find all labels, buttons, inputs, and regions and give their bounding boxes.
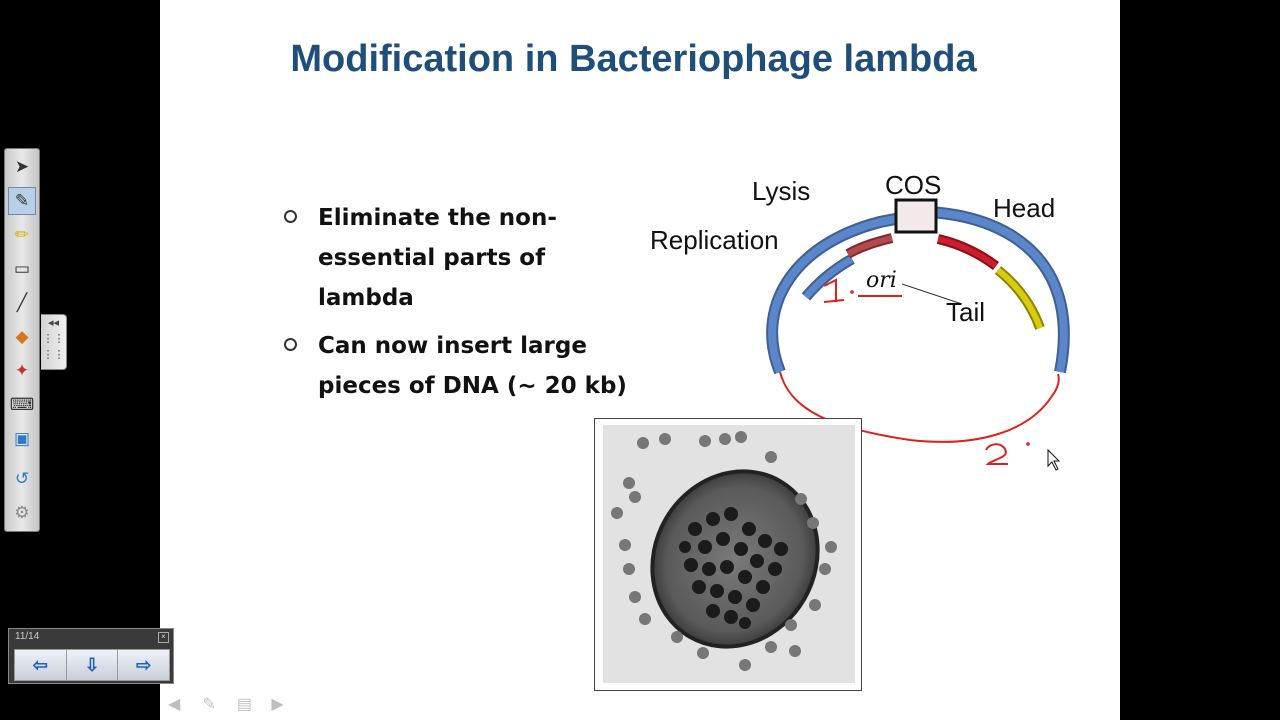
slide-footer-controls: ◀ ✎ ▤ ▶ <box>168 694 301 714</box>
previous-slide-button[interactable]: ⇦ <box>15 650 67 680</box>
insert-line <box>779 371 1060 443</box>
genome-ring-svg <box>766 198 1070 471</box>
arrow-right-icon: ⇨ <box>136 654 152 675</box>
ori-pointer <box>901 283 963 305</box>
magic-pen-icon[interactable]: ✦ <box>14 361 30 380</box>
shapes-icon[interactable]: ◆ <box>15 327 29 346</box>
collapse-icon: ◂◂ <box>47 317 60 329</box>
toolbar-collapse-tab[interactable]: ◂◂ ⋮⋮ ⋮⋮ <box>41 314 67 370</box>
bullet-circle-icon <box>284 210 297 223</box>
slide-navigator: 11/14 × ⇦ ⇩ ⇨ <box>8 628 174 684</box>
page-menu-icon: ⇩ <box>84 654 100 675</box>
slide-counter: 11/14 <box>15 631 40 642</box>
replication-label: Replication <box>650 225 779 255</box>
bullet-item: Eliminate the non-essential parts of lam… <box>282 198 642 318</box>
line-icon[interactable]: ╱ <box>16 293 28 312</box>
highlighter-icon[interactable]: ✏ <box>14 225 30 244</box>
grip-icon: ⋮⋮ <box>42 333 65 345</box>
undo-icon[interactable]: ↺ <box>14 469 30 488</box>
pen-icon[interactable]: ✎ <box>8 187 36 215</box>
select-arrow-icon[interactable]: ➤ <box>14 157 30 176</box>
lysis-label: Lysis <box>752 176 811 206</box>
eraser-icon[interactable]: ▭ <box>13 259 31 278</box>
tail-label: Tail <box>946 297 986 327</box>
arrow-left-icon: ⇦ <box>32 654 48 675</box>
ori-label: ori <box>866 268 897 293</box>
cos-label: COS <box>885 170 942 200</box>
close-icon[interactable]: × <box>158 632 169 643</box>
settings-icon[interactable]: ⚙ <box>14 503 30 522</box>
bullet-text: Can now insert large pieces of DNA (~ 20… <box>318 333 627 399</box>
cos-box <box>894 198 938 234</box>
next-slide-button[interactable]: ⇨ <box>118 650 170 680</box>
footer-back-icon[interactable]: ◀ <box>168 696 181 713</box>
mouse-cursor-icon <box>1047 448 1061 471</box>
bullet-list: Eliminate the non-essential parts of lam… <box>282 198 642 414</box>
slide-menu-button[interactable]: ⇩ <box>66 650 119 680</box>
keyboard-icon[interactable]: ⌨ <box>9 395 35 414</box>
footer-forward-icon[interactable]: ▶ <box>271 696 284 713</box>
lambda-genome-diagram: Lysis COS Head Replication Tail ori <box>640 160 1120 480</box>
footer-pen-icon[interactable]: ✎ <box>202 696 216 713</box>
notebook-icon[interactable]: ▣ <box>13 429 31 448</box>
bullet-text: Eliminate the non-essential parts of lam… <box>318 205 557 311</box>
slide-canvas: Modification in Bacteriophage lambda Eli… <box>160 0 1120 720</box>
navigator-buttons: ⇦ ⇩ ⇨ <box>14 649 170 681</box>
phage-micrograph <box>594 418 862 691</box>
micrograph-image <box>603 425 855 683</box>
grip-icon: ⋮⋮ <box>42 349 65 361</box>
bullet-circle-icon <box>284 338 297 351</box>
bullet-item: Can now insert large pieces of DNA (~ 20… <box>282 326 642 406</box>
annotation-toolbar: ➤ ✎ ✏ ▭ ╱ ◆ ✦ ⌨ ▣ ↺ ⚙ <box>4 148 40 532</box>
footer-menu-icon[interactable]: ▤ <box>236 696 253 713</box>
bacterial-cell <box>650 469 820 649</box>
slide-title: Modification in Bacteriophage lambda <box>290 38 977 80</box>
head-label: Head <box>993 193 1056 223</box>
